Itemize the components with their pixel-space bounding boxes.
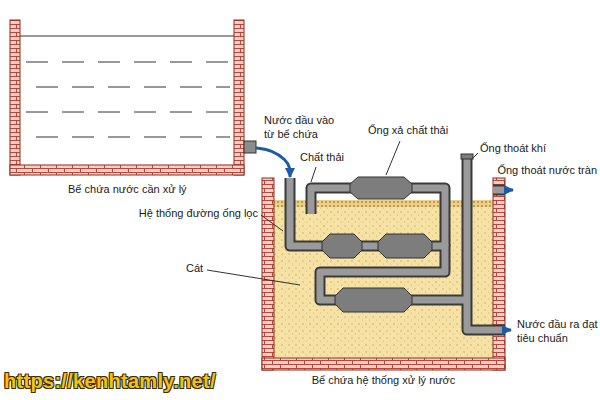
water-line bbox=[36, 87, 230, 88]
pipe-label: Ống thoát khí bbox=[480, 142, 546, 156]
brick-wall bbox=[10, 20, 20, 175]
material-label: Cát bbox=[186, 262, 203, 276]
flow-arrow bbox=[256, 148, 290, 177]
outlet-pipe bbox=[244, 141, 256, 153]
brick-wall bbox=[493, 178, 505, 370]
brick-wall bbox=[10, 165, 244, 175]
leader-line bbox=[261, 215, 283, 231]
pipe-label: Ống xả chất thải bbox=[368, 124, 448, 138]
water-tank: Bể chứa nước cần xử lý bbox=[10, 20, 256, 175]
tank-caption: Bể chứa hệ thống xử lý nước bbox=[262, 374, 505, 388]
waste-canister bbox=[350, 177, 412, 199]
pipe-outline bbox=[290, 158, 505, 330]
tank-caption: Bể chứa nước cần xử lý bbox=[68, 183, 238, 197]
pipe-label: Hệ thống đường ống lọc bbox=[139, 207, 258, 221]
vent-cap bbox=[461, 154, 473, 159]
leader-line bbox=[311, 167, 316, 182]
leader-line bbox=[386, 141, 400, 175]
outlet-label: Nước đầu ra đạt tiêu chuẩn bbox=[517, 318, 598, 346]
treatment-tank: Bể chứa hệ thống xử lý nước bbox=[262, 178, 505, 370]
brick-wall bbox=[262, 178, 274, 370]
filter-canister bbox=[378, 234, 432, 258]
outlet-arrow bbox=[505, 329, 511, 332]
water-line bbox=[26, 112, 230, 113]
water-line bbox=[26, 62, 230, 63]
filter-canister bbox=[322, 234, 362, 258]
leader-line bbox=[472, 153, 478, 159]
sand bbox=[274, 205, 493, 358]
overflow-arrow bbox=[505, 189, 513, 192]
leader-line bbox=[207, 270, 300, 285]
watermark: https://kenhtamly.net/ bbox=[4, 369, 216, 394]
edge-label: Nước đầu vào từ bể chứa bbox=[264, 114, 336, 142]
pipe bbox=[290, 158, 505, 330]
water-line bbox=[36, 137, 230, 138]
brick-wall bbox=[262, 358, 505, 370]
brick-wall bbox=[234, 20, 244, 175]
pipe-label: Ống thoát nước tràn bbox=[497, 164, 597, 178]
filter-canister bbox=[335, 288, 412, 312]
water-surface bbox=[20, 36, 234, 37]
pipe-label: Chất thải bbox=[300, 151, 344, 165]
